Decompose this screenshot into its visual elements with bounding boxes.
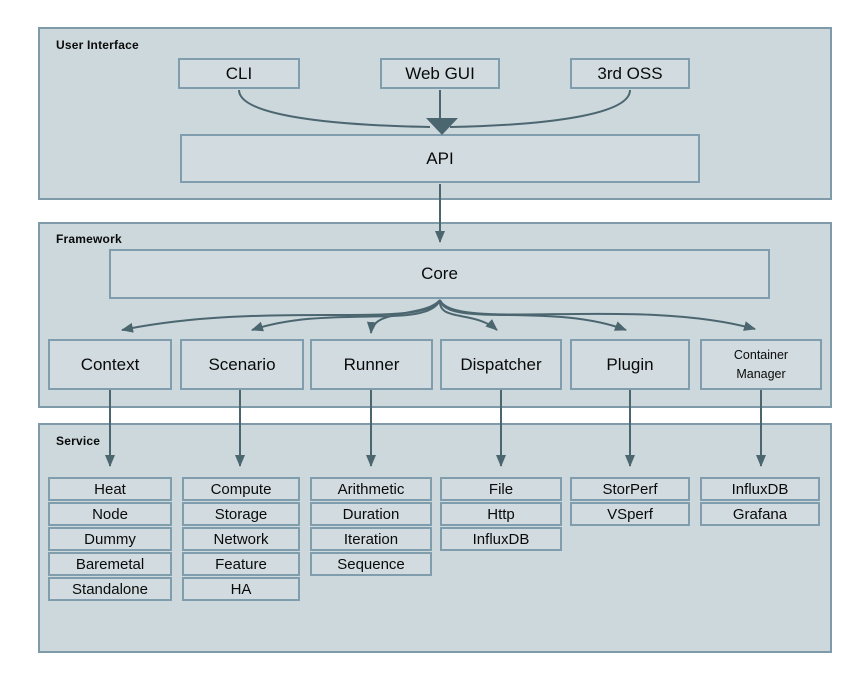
context-service-list: Heat Node Dummy Baremetal Standalone [48,477,172,601]
list-item: Network [182,527,300,551]
web-gui-label: Web GUI [405,63,475,83]
3rd-oss-box: 3rd OSS [570,58,690,89]
list-item: Baremetal [48,552,172,576]
dispatcher-service-list: File Http InfluxDB [440,477,562,551]
container-manager-label-line1: Container [733,347,789,362]
cli-box: CLI [178,58,300,89]
list-item: Sequence [310,552,432,576]
list-item: StorPerf [570,477,690,501]
service-panel-label: Service [56,434,101,448]
container-manager-box: Container Manager [700,339,822,390]
list-item: Duration [310,502,432,526]
container-manager-label-line2: Manager [736,366,786,381]
list-item: Feature [182,552,300,576]
list-item: Dummy [48,527,172,551]
dispatcher-box: Dispatcher [440,339,562,390]
framework-panel-label: Framework [56,232,122,246]
list-item: Iteration [310,527,432,551]
list-item: InfluxDB [440,527,562,551]
web-gui-box: Web GUI [380,58,500,89]
list-item: Standalone [48,577,172,601]
plugin-box: Plugin [570,339,690,390]
plugin-label: Plugin [606,354,654,374]
plugin-service-list: StorPerf VSperf [570,477,690,526]
context-box: Context [48,339,172,390]
scenario-service-list: Compute Storage Network Feature HA [182,477,300,601]
runner-label: Runner [343,354,400,374]
list-item: Heat [48,477,172,501]
list-item: InfluxDB [700,477,820,501]
api-box: API [180,134,700,183]
dispatcher-label: Dispatcher [460,354,542,374]
list-item: Compute [182,477,300,501]
list-item: Grafana [700,502,820,526]
core-box: Core [109,249,770,299]
list-item: HA [182,577,300,601]
user-interface-panel-label: User Interface [56,38,139,52]
runner-service-list: Arithmetic Duration Iteration Sequence [310,477,432,576]
3rd-oss-label: 3rd OSS [597,63,663,83]
list-item: Http [440,502,562,526]
core-label: Core [421,264,458,283]
list-item: Node [48,502,172,526]
context-label: Context [80,354,140,374]
api-label: API [426,148,454,168]
list-item: File [440,477,562,501]
list-item: VSperf [570,502,690,526]
list-item: Arithmetic [310,477,432,501]
scenario-box: Scenario [180,339,304,390]
runner-box: Runner [310,339,433,390]
list-item: Storage [182,502,300,526]
container-manager-service-list: InfluxDB Grafana [700,477,820,526]
cli-label: CLI [225,63,253,83]
scenario-label: Scenario [208,354,276,374]
